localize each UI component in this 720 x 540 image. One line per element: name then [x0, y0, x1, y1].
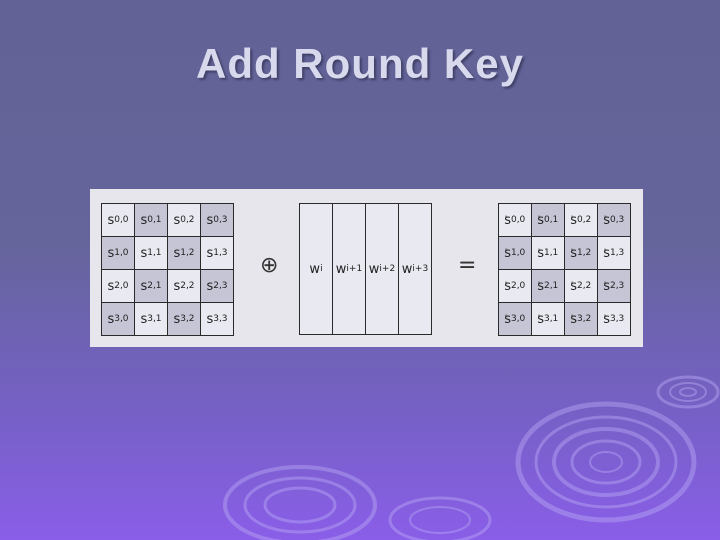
- equals-operator: =: [458, 253, 477, 278]
- slide-title: Add Round Key: [196, 40, 524, 87]
- xor-operator: ⊕: [260, 253, 279, 278]
